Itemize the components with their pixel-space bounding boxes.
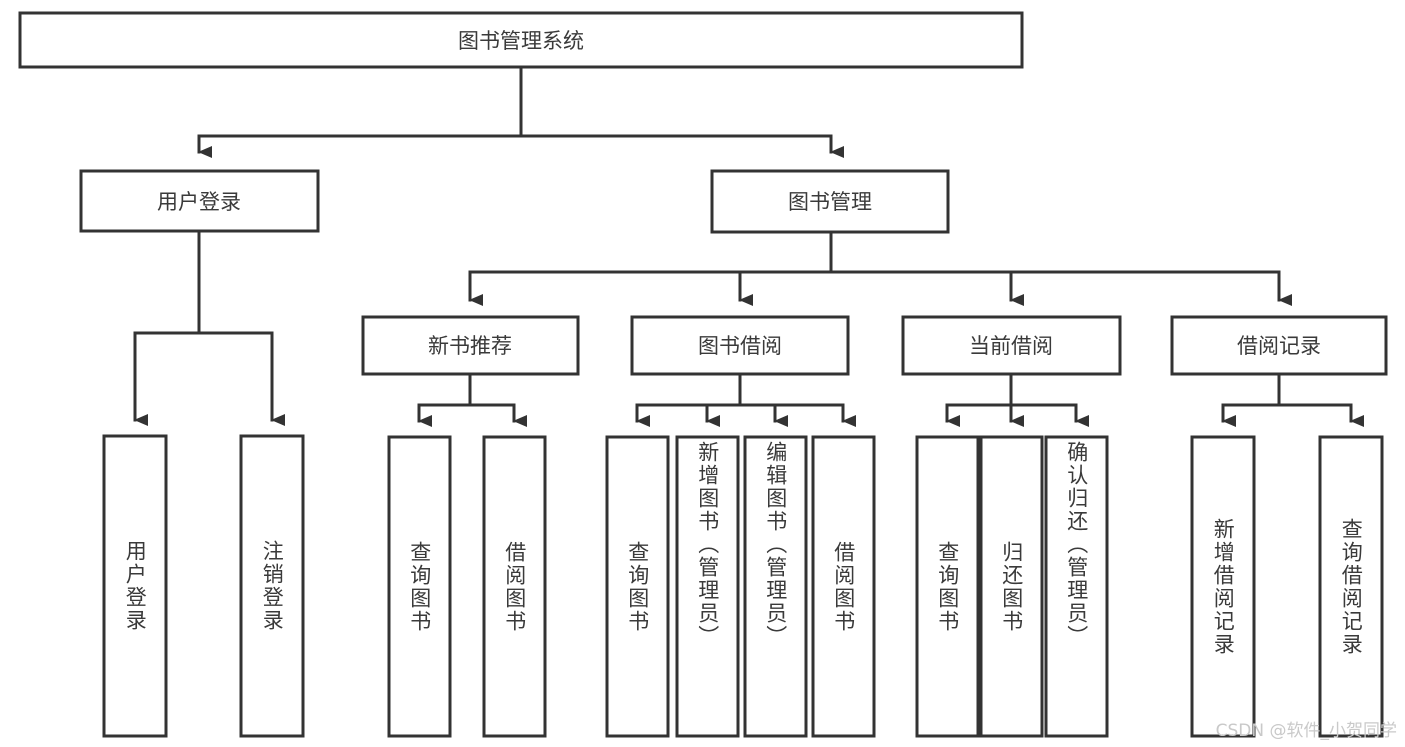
node-borrow-record-label: 借阅记录 — [1237, 334, 1321, 358]
node-current-borrow-box[interactable] — [901, 315, 1122, 376]
leaf-box-new-book-1[interactable] — [387, 435, 452, 738]
node-book-borrow-label: 图书借阅 — [698, 334, 782, 358]
node-current-borrow[interactable]: 当前借阅 — [901, 315, 1122, 376]
node-book-borrow-box[interactable] — [630, 315, 850, 376]
leaf-box-current-borrow-3[interactable] — [1044, 435, 1109, 738]
leaf-box-user-login-1[interactable] — [102, 434, 168, 738]
leaf-box-user-login-2[interactable] — [239, 434, 305, 738]
node-book-manage-label: 图书管理 — [788, 190, 872, 214]
node-borrow-record[interactable]: 借阅记录 — [1170, 315, 1388, 376]
node-new-book-recommend-box[interactable] — [361, 315, 580, 376]
node-root[interactable]: 图书管理系统 — [18, 11, 1024, 69]
leaf-box-borrow-record-2[interactable] — [1318, 435, 1384, 738]
node-borrow-record-box[interactable] — [1170, 315, 1388, 376]
connector-group — [133, 65, 1364, 427]
node-new-book-recommend-label: 新书推荐 — [428, 334, 512, 358]
node-root-box[interactable] — [18, 11, 1024, 69]
node-user-login-label: 用户登录 — [157, 190, 241, 214]
leaf-box-current-borrow-2[interactable] — [979, 435, 1044, 738]
leaf-box-borrow-record-1[interactable] — [1190, 435, 1256, 738]
leaf-box-group — [102, 434, 1384, 738]
node-user-login[interactable]: 用户登录 — [79, 169, 320, 233]
node-book-borrow[interactable]: 图书借阅 — [630, 315, 850, 376]
node-root-label: 图书管理系统 — [458, 29, 584, 53]
leaf-box-book-borrow-2[interactable] — [675, 435, 740, 738]
leaf-box-new-book-2[interactable] — [482, 435, 547, 738]
leaf-box-book-borrow-3[interactable] — [743, 435, 808, 738]
leaf-box-book-borrow-1[interactable] — [605, 435, 670, 738]
leaf-box-book-borrow-4[interactable] — [811, 435, 876, 738]
node-current-borrow-label: 当前借阅 — [969, 334, 1053, 358]
leaf-box-current-borrow-1[interactable] — [915, 435, 980, 738]
node-book-manage-box[interactable] — [710, 169, 950, 234]
node-user-login-box[interactable] — [79, 169, 320, 233]
node-new-book-recommend[interactable]: 新书推荐 — [361, 315, 580, 376]
node-book-manage[interactable]: 图书管理 — [710, 169, 950, 234]
csdn-watermark: CSDN @软件_小贺同学 — [1215, 721, 1397, 741]
